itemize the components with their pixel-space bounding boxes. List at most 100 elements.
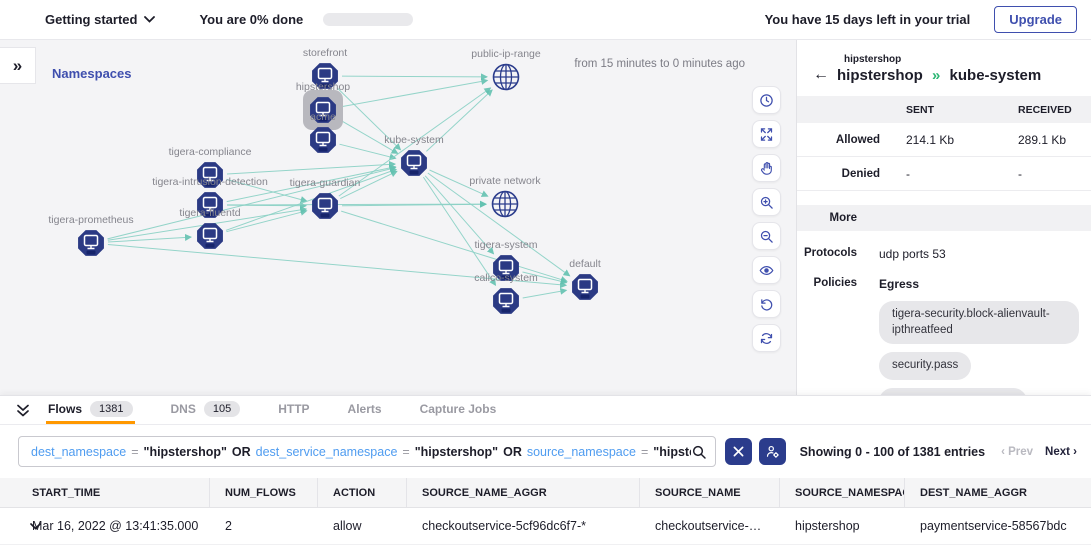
policy-pill[interactable]: security.pass [879, 352, 972, 380]
graph-node-calico-system[interactable] [493, 288, 519, 314]
next-page-button[interactable]: Next › [1045, 445, 1077, 458]
query-token-op: = [640, 444, 649, 459]
column-header-dest_name_aggr[interactable]: DEST_NAME_AGGR [920, 486, 1027, 499]
graph-node-tigera-fluentd[interactable] [197, 223, 223, 249]
zoom-out-button[interactable] [752, 222, 781, 250]
stats-sent-value: 214.1 Kb [906, 132, 955, 147]
clock-icon [759, 93, 774, 108]
chevron-down-icon [144, 16, 156, 23]
upgrade-button[interactable]: Upgrade [994, 6, 1077, 33]
column-header-start_time[interactable]: START_TIME [0, 478, 210, 507]
graph-node-label: tigera-system [474, 239, 537, 251]
received-column-header: RECEIVED [1018, 103, 1072, 116]
graph-node-label: tigera-prometheus [48, 214, 133, 226]
namespace-icon [312, 63, 338, 89]
column-header-num_flows[interactable]: NUM_FLOWS [210, 478, 318, 507]
double-chevron-down-icon [16, 404, 30, 417]
graph-edge [226, 160, 396, 175]
graph-edge [341, 73, 488, 81]
policy-pill[interactable]: tigera-security.block-alienvault-ipthrea… [879, 301, 1079, 345]
graph-node-tigera-compliance[interactable] [197, 162, 223, 188]
graph-node-kube-system[interactable] [401, 150, 427, 176]
eye-button[interactable] [752, 256, 781, 284]
stats-row-label: Denied [841, 167, 880, 180]
column-header-source_name_aggr[interactable]: SOURCE_NAME_AGGR [407, 478, 640, 507]
tab-count-badge: 105 [203, 400, 241, 417]
refresh-button[interactable] [752, 324, 781, 352]
graph-node-hipstershop[interactable] [303, 90, 343, 130]
tab-http[interactable]: HTTP [276, 396, 311, 424]
user-settings-button[interactable] [759, 438, 786, 465]
graph-node-tigera-prometheus[interactable] [78, 230, 104, 256]
tab-label: HTTP [278, 401, 310, 416]
pan-hand-button[interactable] [752, 154, 781, 182]
details-panel: hipstershop ← hipstershop » kube-system … [796, 40, 1091, 395]
fit-screen-button[interactable] [752, 120, 781, 148]
getting-started-label: Getting started [45, 12, 138, 27]
expand-side-panel-button[interactable]: » [0, 47, 36, 84]
showing-entries-label: Showing 0 - 100 of 1381 entries [799, 444, 986, 459]
graph-node-label: hipstershop [296, 81, 350, 93]
graph-toolbar [752, 86, 781, 352]
graph-node-storefront[interactable] [312, 63, 338, 89]
clock-button[interactable] [752, 86, 781, 114]
collapse-flows-button[interactable] [0, 396, 46, 424]
query-token-field: dest_namespace [31, 444, 127, 459]
eye-icon [759, 263, 774, 278]
zoom-in-button[interactable] [752, 188, 781, 216]
back-arrow-button[interactable]: ← [813, 66, 837, 84]
clear-search-button[interactable] [725, 438, 752, 465]
graph-node-tigera-system[interactable] [493, 255, 519, 281]
prev-page-button[interactable]: ‹ Prev [1001, 445, 1034, 458]
graph-edge [426, 89, 493, 152]
namespace-icon [493, 288, 519, 314]
graph-edge [336, 87, 402, 151]
expand-row-chevron-icon[interactable] [30, 523, 41, 530]
graph-node-default[interactable] [572, 274, 598, 300]
column-header-source_name[interactable]: SOURCE_NAME [640, 478, 780, 507]
policies-row: Policies Egress [797, 277, 1091, 291]
query-token-value: "hipstershop" [414, 444, 499, 459]
tab-flows[interactable]: Flows 1381 [46, 396, 135, 424]
graph-node-tigera-intrusion-detection[interactable] [197, 192, 223, 218]
graph-edge [107, 165, 397, 240]
graph-node-tigera-guardian[interactable] [312, 193, 338, 219]
policy-pill[interactable]: platform.allow-kube-dns [879, 387, 1028, 395]
graph-node-public-ip-range[interactable] [492, 63, 520, 91]
column-header-source_namespace[interactable]: SOURCE_NAMESPACE [780, 478, 905, 507]
namespace-icon [197, 162, 223, 188]
graph-edge [107, 233, 192, 243]
graph-node-label: calico-system [474, 272, 538, 284]
undo-button[interactable] [752, 290, 781, 318]
tab-alerts[interactable]: Alerts [346, 396, 384, 424]
flow-cell: 2 [225, 519, 232, 533]
query-token-field: source_namespace [526, 444, 636, 459]
tab-count-badge: 1381 [90, 400, 133, 417]
graph-node-private-network[interactable] [491, 190, 519, 218]
trial-countdown: You have 15 days left in your trial [764, 12, 971, 27]
graph-node-acme[interactable] [310, 127, 336, 153]
graph-edge [226, 164, 397, 203]
globe-icon [492, 63, 520, 91]
tab-capture-jobs[interactable]: Capture Jobs [418, 396, 499, 424]
zoom-out-icon [759, 229, 774, 244]
getting-started-menu[interactable]: Getting started [45, 12, 156, 27]
graph-edge [339, 143, 397, 161]
tab-label: Flows [48, 401, 83, 416]
flow-cell: hipstershop [795, 519, 860, 533]
graph-node-label: tigera-compliance [169, 146, 252, 158]
graph-node-label: default [569, 258, 601, 270]
graph-node-label: tigera-intrusion-detection [152, 176, 268, 188]
column-header-action[interactable]: ACTION [318, 478, 407, 507]
graph-edge [427, 172, 571, 277]
stats-sent-value: - [906, 166, 910, 181]
